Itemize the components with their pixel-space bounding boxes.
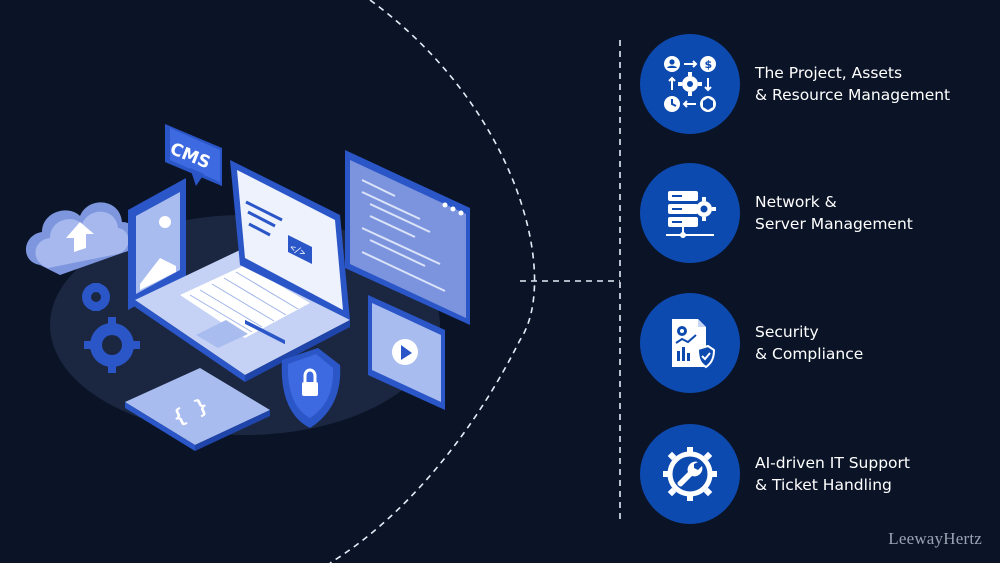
feature-project-assets: $ The Project, Assets & Resource Managem…: [640, 34, 990, 134]
brand-watermark: LeewayHertz: [888, 529, 982, 548]
feature-label-line2: & Compliance: [755, 345, 864, 363]
feature-label-line1: The Project, Assets: [755, 64, 903, 82]
laptop-illustration: </>: [135, 160, 350, 382]
feature-label: Network & Server Management: [755, 191, 913, 235]
feature-icon-circle: $: [640, 34, 740, 134]
feature-label: The Project, Assets & Resource Managemen…: [755, 62, 950, 106]
feature-label: AI-driven IT Support & Ticket Handling: [755, 452, 910, 496]
feature-label-line2: & Resource Management: [755, 86, 951, 104]
feature-icon-circle: [640, 163, 740, 263]
feature-ai-it-support: AI-driven IT Support & Ticket Handling: [640, 424, 990, 524]
feature-label-line2: Server Management: [755, 215, 913, 233]
feature-label-line1: Network &: [755, 193, 837, 211]
shield-lock-icon: [281, 348, 341, 428]
feature-label-line1: AI-driven IT Support: [755, 454, 910, 472]
feature-security-compliance: Security & Compliance: [640, 293, 990, 393]
svg-text:$: $: [705, 58, 713, 71]
image-frame-icon: [128, 178, 186, 310]
cloud-upload-icon: [25, 202, 137, 275]
feature-label-line2: & Ticket Handling: [755, 476, 892, 494]
feature-icon-circle: [640, 293, 740, 393]
feature-network-server: Network & Server Management: [640, 163, 990, 263]
code-window-icon: [345, 150, 470, 325]
gear-icon: [82, 283, 140, 373]
video-player-icon: [368, 295, 445, 410]
feature-icon-circle: [640, 424, 740, 524]
feature-label-line1: Security: [755, 323, 819, 341]
document-shield-icon: [672, 319, 716, 369]
cms-bubble: CMS: [165, 124, 222, 186]
code-braces-panel: { }: [125, 368, 270, 451]
feature-label: Security & Compliance: [755, 321, 863, 365]
wrench-gear-icon: [663, 447, 717, 501]
server-gear-icon: [666, 191, 716, 238]
project-asset-cycle-icon: $: [664, 56, 716, 112]
